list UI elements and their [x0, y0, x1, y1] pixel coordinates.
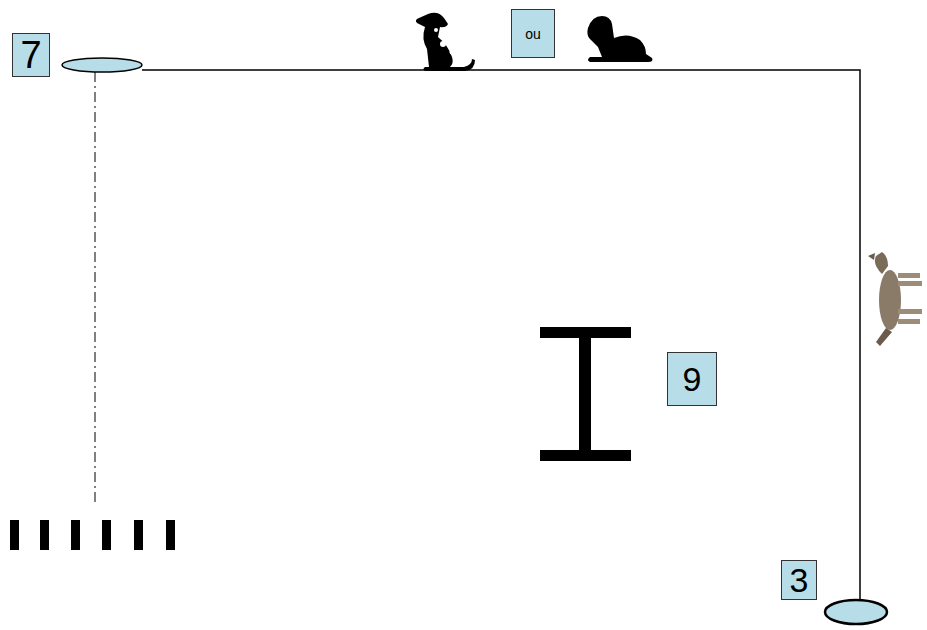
end-cone: [825, 600, 887, 624]
lying-dog: [587, 16, 652, 62]
callout-box: 3: [781, 560, 817, 600]
standing-dog: [868, 252, 922, 346]
sitting-dog: [416, 13, 475, 71]
callout-box: 9: [667, 352, 717, 406]
jump-symbol: [540, 327, 631, 461]
start-cone: [62, 58, 142, 72]
course-path: [142, 70, 860, 600]
callout-box: 7: [12, 33, 50, 77]
callout-number: ou: [525, 27, 541, 41]
callout-box: ou: [511, 9, 555, 58]
callout-number: 9: [683, 362, 702, 396]
hurdle-bars: [10, 520, 175, 550]
callout-number: 7: [20, 36, 41, 74]
guide-line: [95, 72, 96, 505]
callout-number: 3: [790, 563, 809, 597]
